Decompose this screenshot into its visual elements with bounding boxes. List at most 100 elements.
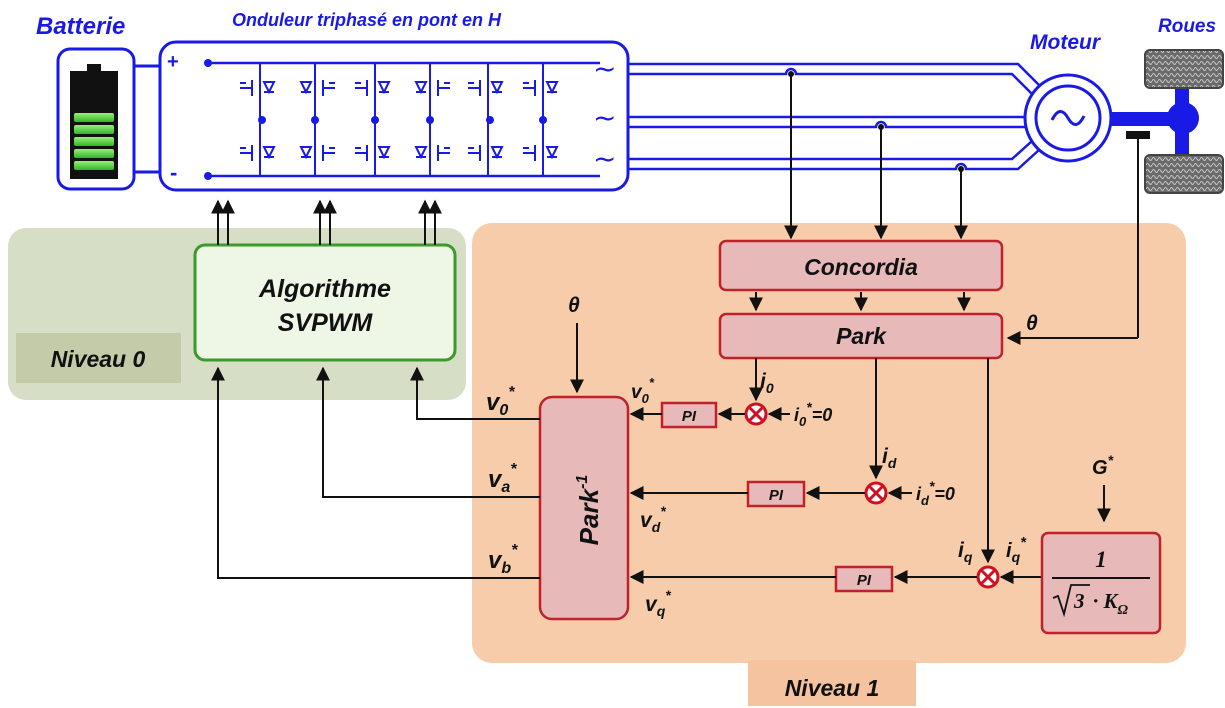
park-inverse-label: Park xyxy=(574,487,604,545)
svg-text:G*: G* xyxy=(1092,452,1114,479)
ac-symbol-3: ~ xyxy=(593,142,616,175)
i0-ref-i: i xyxy=(794,405,800,425)
battery xyxy=(56,47,136,191)
igbt-switch-1 xyxy=(240,139,276,167)
vq-label: v xyxy=(645,593,658,616)
svpwm-block xyxy=(193,243,457,362)
phase-node-2 xyxy=(371,116,379,124)
vd-star: * xyxy=(660,503,666,519)
gain-sqrt-arg: 3 xyxy=(1073,589,1085,613)
sum-junction-q xyxy=(976,565,1000,589)
gain-numerator: 1 xyxy=(1095,547,1107,572)
theta-park: θ xyxy=(1026,312,1038,335)
vq-sub: q xyxy=(657,603,666,619)
phase-cables xyxy=(628,62,1051,171)
theta-park-inv: θ xyxy=(568,294,580,317)
igbt-switch-10 xyxy=(523,74,559,102)
vd-label: v xyxy=(640,509,653,532)
level0-tag xyxy=(16,333,181,383)
plus-sign: + xyxy=(167,51,179,73)
motor-label: Moteur xyxy=(1030,31,1102,54)
phase-node-b2 xyxy=(426,116,434,124)
level0-label: Niveau 0 xyxy=(51,346,146,372)
id-ref-sub: d xyxy=(921,493,930,508)
park-block xyxy=(718,312,1004,360)
i0-sub: 0 xyxy=(766,380,774,396)
v0-out-star: * xyxy=(508,384,515,401)
minus-sign: - xyxy=(170,160,177,185)
phase-node-3 xyxy=(486,116,494,124)
g-star: * xyxy=(1108,452,1114,468)
igbt-switches xyxy=(240,63,559,176)
va-out-label: v xyxy=(488,466,503,493)
g-star-label: G xyxy=(1092,457,1108,479)
svg-text:v0*: v0* xyxy=(486,384,515,419)
park-inverse-exp: -1 xyxy=(574,475,591,489)
gain-k-sub: Ω xyxy=(1118,603,1129,618)
id-ref-value: =0 xyxy=(934,484,955,504)
encoder xyxy=(1126,131,1150,139)
id-ref-star: * xyxy=(929,478,935,494)
id-label: i xyxy=(882,445,889,468)
ac-symbol-2: ~ xyxy=(593,101,616,134)
vq-star: * xyxy=(665,587,671,603)
i0-ref-sub: 0 xyxy=(799,414,807,429)
v0-out-sub: 0 xyxy=(499,402,508,419)
v0-in-sub: 0 xyxy=(642,391,650,406)
igbt-switch-0 xyxy=(240,74,276,102)
v0-in-star: * xyxy=(649,375,655,390)
wheels-label: Roues xyxy=(1158,16,1216,37)
sum-junction-0 xyxy=(744,402,768,426)
svg-text:id: id xyxy=(882,445,897,471)
va-out-sub: a xyxy=(501,479,510,496)
ac-symbol-1: ~ xyxy=(593,52,616,85)
vb-out-sub: b xyxy=(501,560,511,577)
pi-d-label: PI xyxy=(769,487,784,504)
svpwm-line2: SVPWM xyxy=(278,309,374,337)
i0-ref-star: * xyxy=(806,399,812,415)
i0-label: i xyxy=(760,370,767,393)
concordia-block xyxy=(718,239,1004,292)
inverter-bridge: + - ~ ~ ~ xyxy=(158,40,630,192)
i0-ref-value: =0 xyxy=(812,405,833,425)
phase-node-b1 xyxy=(311,116,319,124)
svg-text:Park-1: Park-1 xyxy=(574,475,604,546)
id-ref-i: i xyxy=(916,484,922,504)
v0-out-label: v xyxy=(486,389,501,416)
level1-tag xyxy=(748,660,916,706)
igbt-switch-3 xyxy=(299,139,335,167)
park-label: Park xyxy=(836,323,887,349)
igbt-switch-5 xyxy=(355,139,391,167)
svg-text:vq*: vq* xyxy=(645,587,671,619)
iq-ref-i: i xyxy=(1006,540,1012,562)
svg-text:va*: va* xyxy=(488,461,517,496)
igbt-switch-4 xyxy=(355,74,391,102)
igbt-switch-9 xyxy=(468,139,504,167)
vb-out-label: v xyxy=(488,547,503,574)
igbt-switch-6 xyxy=(414,74,450,102)
id-sub: d xyxy=(888,455,897,471)
phase-node-1 xyxy=(258,116,266,124)
igbt-switch-7 xyxy=(414,139,450,167)
igbt-switch-2 xyxy=(299,74,335,102)
svg-text:· KΩ: · KΩ xyxy=(1093,589,1129,618)
v0-in-label: v xyxy=(631,382,643,403)
gain-block xyxy=(1040,531,1162,635)
wheels xyxy=(1144,49,1224,194)
sum-junction-d xyxy=(864,481,888,505)
pi-q-label: PI xyxy=(857,572,872,589)
vb-out-star: * xyxy=(511,542,518,559)
pi-block-d xyxy=(746,480,806,508)
svg-text:v0*: v0* xyxy=(631,375,655,406)
inverter-label: Onduleur triphasé en pont en H xyxy=(232,10,502,30)
va-out-star: * xyxy=(510,461,517,478)
gain-k: · K xyxy=(1093,589,1120,613)
concordia-label: Concordia xyxy=(804,254,918,280)
vd-sub: d xyxy=(652,519,661,535)
iq-ref-star: * xyxy=(1020,534,1027,551)
svg-text:i0: i0 xyxy=(760,370,774,396)
svg-text:iq: iq xyxy=(958,539,973,565)
level1-label: Niveau 1 xyxy=(785,675,880,701)
iq-label: i xyxy=(958,539,965,562)
park-inverse-block xyxy=(538,395,630,621)
